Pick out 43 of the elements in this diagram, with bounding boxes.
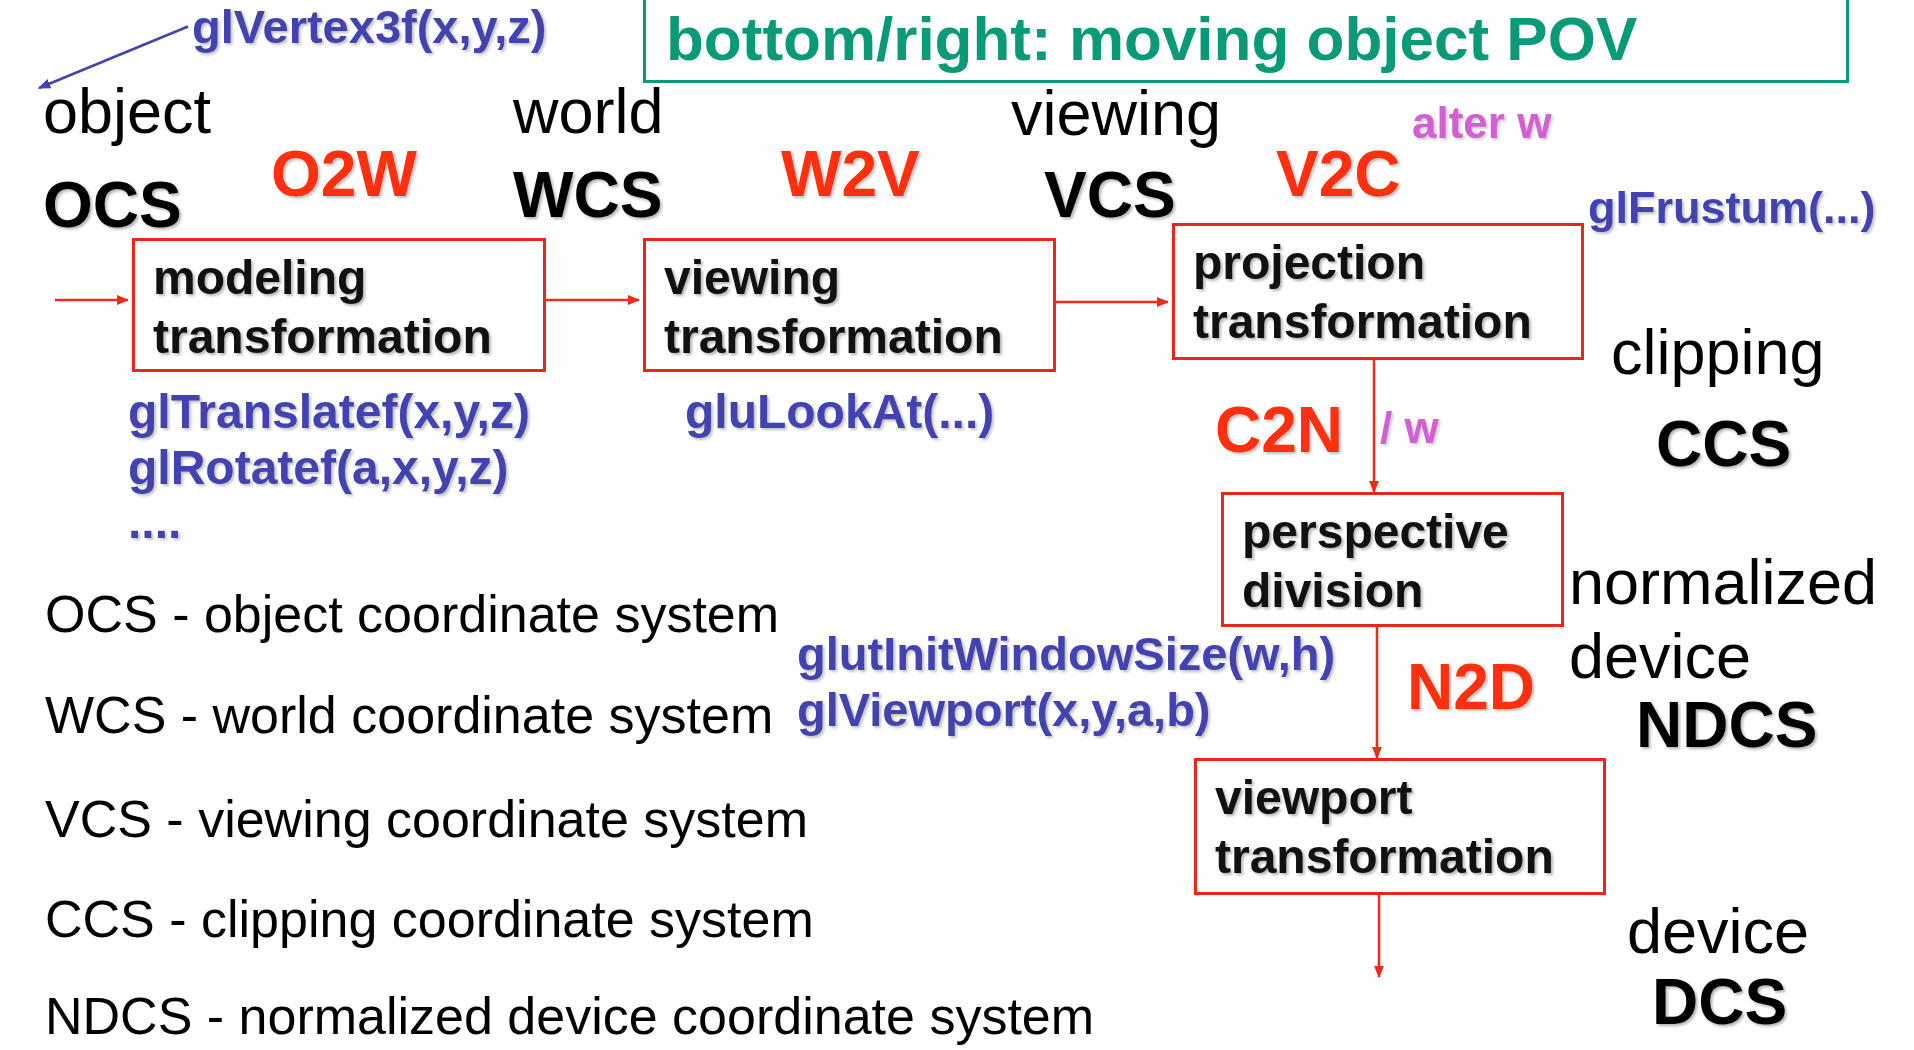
ellipsis-text: .... [128,497,182,546]
transform-abbreviation: V2C [1276,141,1401,206]
system-abbreviation: WCS [513,162,663,227]
system-abbreviation: OCS [43,172,182,237]
function-call: glTranslatef(x,y,z) [128,387,530,436]
arrow [1374,895,1384,979]
arrow [546,295,641,305]
arrow [1369,360,1379,494]
space-name: device [1569,625,1752,689]
space-name: viewing [1011,82,1222,146]
definition-text: WCS - world coordinate system [45,689,774,742]
space-name: world [513,80,664,144]
transform-abbreviation: N2D [1407,654,1536,719]
process-box: perspective division [1221,492,1564,627]
process-box: projection transformation [1172,223,1584,360]
arrow [55,295,130,305]
system-abbreviation: CCS [1656,411,1792,476]
definition-text: CCS - clipping coordinate system [45,893,814,946]
process-box: modeling transformation [132,238,546,372]
function-call: gluLookAt(...) [685,387,995,436]
definition-text: NDCS - normalized device coordinate system [45,990,1095,1043]
transform-abbreviation: O2W [271,141,417,206]
space-name: clipping [1611,321,1825,385]
annotation: / w [1380,405,1439,450]
space-name: device [1627,900,1810,964]
transform-abbreviation: C2N [1215,397,1344,462]
definition-text: VCS - viewing coordinate system [45,793,808,846]
function-call: glutInitWindowSize(w,h) [797,630,1336,678]
process-box: viewing transformation [643,238,1056,372]
title-banner: bottom/right: moving object POV [643,0,1849,83]
function-call: glFrustum(...) [1588,185,1876,231]
arrow [37,25,189,90]
function-call: glRotatef(a,x,y,z) [128,443,509,492]
definition-text: OCS - object coordinate system [45,588,780,641]
transform-abbreviation: W2V [781,141,920,206]
system-abbreviation: DCS [1652,969,1788,1034]
annotation: alter w [1412,100,1552,145]
function-call: glViewport(x,y,a,b) [797,686,1211,734]
space-name: normalized [1569,551,1878,615]
arrow [1056,297,1170,307]
arrow [1372,627,1382,760]
system-abbreviation: NDCS [1636,692,1818,757]
process-box: viewport transformation [1194,758,1606,895]
